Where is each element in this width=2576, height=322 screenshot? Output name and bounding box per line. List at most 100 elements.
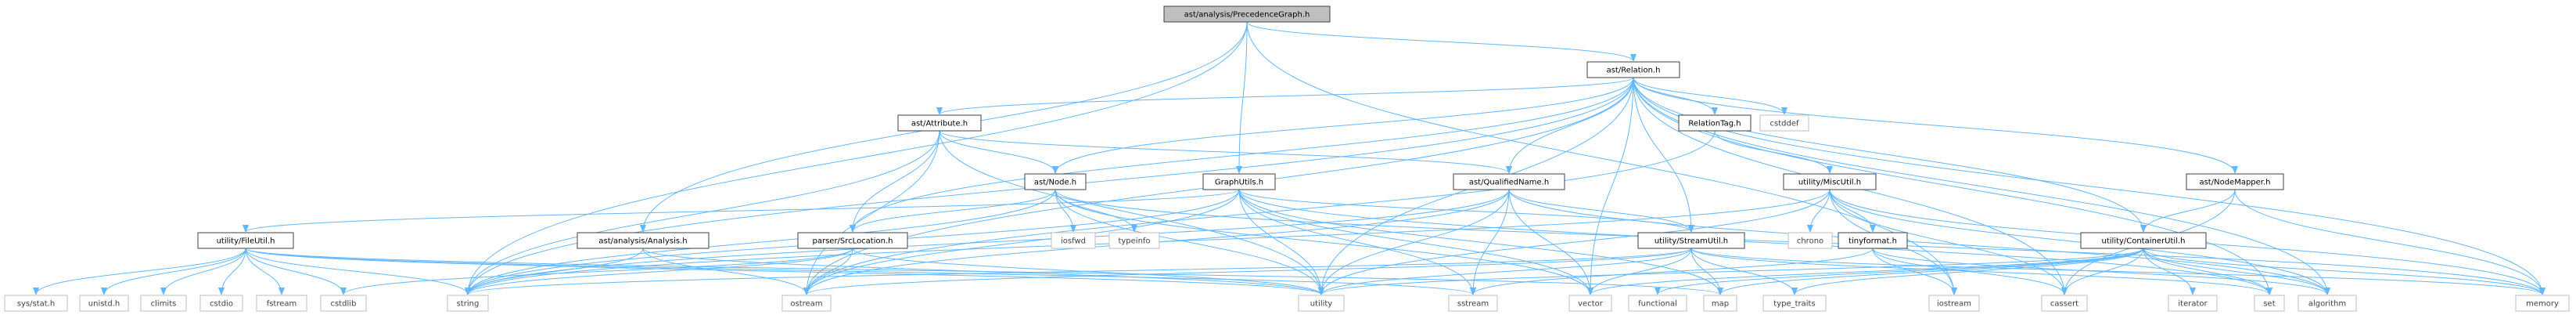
edge-ast-node-h-to-parser-srclocation-h bbox=[853, 189, 1056, 233]
node-box-graphutils-h bbox=[1202, 173, 1276, 190]
node-box-type-traits bbox=[1762, 295, 1827, 312]
edge-utility-fileutil-h-to-climits bbox=[163, 248, 246, 295]
edge-tinyformat-h-to-iostream bbox=[1872, 248, 1954, 295]
node-graphutils-h[interactable]: GraphUtils.h bbox=[1202, 173, 1276, 190]
node-ast-nodemapper-h[interactable]: ast/NodeMapper.h bbox=[2186, 173, 2284, 190]
node-utility-containerutil-h[interactable]: utility/ContainerUtil.h bbox=[2080, 232, 2207, 249]
node-label-fstream: fstream bbox=[267, 300, 297, 309]
edge-ast-relation-h-to-utility-containerutil-h bbox=[1633, 77, 2143, 232]
node-label-set: set bbox=[2263, 300, 2275, 309]
node-ast-attribute-h[interactable]: ast/Attribute.h bbox=[897, 114, 982, 132]
edge-utility-fileutil-h-to-utility bbox=[245, 248, 1321, 295]
node-label-utility-miscutil-h: utility/MiscUtil.h bbox=[1798, 179, 1861, 187]
edge-ast-analysis-precedencegraph-h-to-ast-relation-h bbox=[1246, 21, 1633, 62]
node-label-unistd-h: unistd.h bbox=[88, 300, 120, 309]
edge-utility-miscutil-h-to-utility bbox=[1321, 189, 1831, 295]
edge-utility-containerutil-h-to-algorithm bbox=[2143, 248, 2327, 295]
edge-tinyformat-h-to-algorithm bbox=[1872, 248, 2327, 295]
edge-utility-miscutil-h-to-chrono bbox=[1810, 189, 1831, 232]
node-ast-node-h[interactable]: ast/Node.h bbox=[1024, 173, 1087, 190]
node-label-sstream: sstream bbox=[1457, 300, 1489, 309]
node-box-memory bbox=[2515, 295, 2570, 312]
node-ast-qualifiedname-h[interactable]: ast/QualifiedName.h bbox=[1453, 173, 1565, 190]
edge-utility-containerutil-h-to-functional bbox=[1658, 248, 2144, 295]
node-box-ast-relation-h bbox=[1586, 61, 1680, 78]
edge-utility-streamutil-h-to-ostream bbox=[807, 248, 1692, 295]
node-label-iterator: iterator bbox=[2178, 300, 2208, 309]
edge-relationtag-h-to-utility-miscutil-h bbox=[1714, 130, 1830, 174]
edge-ast-qualifiedname-h-to-sstream bbox=[1473, 189, 1510, 295]
node-iterator: iterator bbox=[2168, 295, 2218, 312]
node-box-map bbox=[1703, 295, 1737, 312]
node-box-cassert bbox=[2041, 295, 2088, 312]
node-label-map: map bbox=[1712, 300, 1729, 309]
edge-ast-nodemapper-h-to-memory bbox=[2234, 189, 2542, 295]
edge-ast-relation-h-to-ast-nodemapper-h bbox=[1633, 77, 2235, 173]
node-functional: functional bbox=[1628, 295, 1687, 312]
node-box-cstdlib bbox=[320, 295, 367, 312]
node-utility-fileutil-h[interactable]: utility/FileUtil.h bbox=[197, 232, 294, 249]
node-ast-analysis-analysis-h[interactable]: ast/analysis/Analysis.h bbox=[577, 232, 710, 249]
node-cstddef: cstddef bbox=[1759, 114, 1809, 132]
node-label-vector: vector bbox=[1578, 300, 1604, 309]
node-relationtag-h[interactable]: RelationTag.h bbox=[1678, 114, 1751, 132]
edge-utility-fileutil-h-to-sys-stat-h bbox=[36, 248, 246, 295]
node-ast-analysis-precedencegraph-h[interactable]: ast/analysis/PrecedenceGraph.h bbox=[1163, 5, 1331, 23]
node-utility: utility bbox=[1298, 295, 1345, 312]
edge-utility-fileutil-h-to-fstream bbox=[245, 248, 282, 295]
node-type-traits: type_traits bbox=[1762, 295, 1827, 312]
node-box-ast-qualifiedname-h bbox=[1453, 173, 1565, 190]
node-label-relationtag-h: RelationTag.h bbox=[1688, 120, 1741, 128]
node-string: string bbox=[447, 295, 489, 312]
edge-ast-relation-h-to-set bbox=[1633, 77, 2269, 295]
edge-graphutils-h-to-map bbox=[1238, 189, 1720, 295]
node-box-algorithm bbox=[2298, 295, 2357, 312]
node-tinyformat-h[interactable]: tinyformat.h bbox=[1838, 232, 1908, 249]
edge-ast-relation-h-to-algorithm bbox=[1633, 77, 2327, 295]
edge-ast-node-h-to-iosfwd bbox=[1054, 189, 1073, 232]
node-cstdio: cstdio bbox=[199, 295, 243, 312]
edge-utility-miscutil-h-to-tinyformat-h bbox=[1829, 189, 1873, 233]
node-label-cstdio: cstdio bbox=[210, 300, 233, 309]
edge-ast-relation-h-to-ast-node-h bbox=[1055, 77, 1634, 173]
edge-ast-nodemapper-h-to-utility-containerutil-h bbox=[2143, 189, 2236, 233]
node-box-unistd-h bbox=[79, 295, 129, 312]
edge-utility-containerutil-h-to-iterator bbox=[2143, 248, 2193, 295]
file-nodes: ast/analysis/PrecedenceGraph.h ast/Relati… bbox=[4, 5, 2570, 312]
node-utility-streamutil-h[interactable]: utility/StreamUtil.h bbox=[1637, 232, 1745, 249]
node-label-ast-analysis-analysis-h: ast/analysis/Analysis.h bbox=[598, 237, 687, 246]
edge-ast-analysis-analysis-h-to-utility bbox=[642, 248, 1321, 295]
node-label-ast-node-h: ast/Node.h bbox=[1034, 179, 1076, 187]
edge-utility-streamutil-h-to-memory bbox=[1690, 248, 2542, 295]
edge-utility-streamutil-h-to-map bbox=[1690, 248, 1720, 295]
node-label-iosfwd: iosfwd bbox=[1061, 237, 1086, 246]
edge-ast-qualifiedname-h-to-utility bbox=[1321, 189, 1510, 295]
node-label-functional: functional bbox=[1638, 300, 1677, 309]
node-typeinfo: typeinfo bbox=[1108, 232, 1160, 249]
edge-ast-relation-h-to-parser-srclocation-h bbox=[853, 77, 1634, 232]
edge-ast-analysis-analysis-h-to-string bbox=[468, 248, 644, 295]
edge-utility-containerutil-h-to-vector bbox=[1590, 248, 2144, 295]
node-ast-relation-h[interactable]: ast/Relation.h bbox=[1586, 61, 1680, 78]
node-parser-srclocation-h[interactable]: parser/SrcLocation.h bbox=[797, 232, 908, 249]
node-box-cstdio bbox=[199, 295, 243, 312]
node-label-ast-qualifiedname-h: ast/QualifiedName.h bbox=[1469, 179, 1549, 187]
edge-parser-srclocation-h-to-cstdlib bbox=[343, 248, 853, 295]
edge-utility-containerutil-h-to-set bbox=[2143, 248, 2269, 295]
node-box-utility-containerutil-h bbox=[2080, 232, 2207, 249]
edge-utility-streamutil-h-to-set bbox=[1690, 248, 2269, 295]
edge-ast-relation-h-to-ast-qualifiedname-h bbox=[1509, 77, 1634, 173]
node-box-tinyformat-h bbox=[1838, 232, 1908, 249]
edge-ast-relation-h-to-relationtag-h bbox=[1633, 77, 1715, 115]
node-box-utility bbox=[1298, 295, 1345, 312]
edge-utility-streamutil-h-to-utility bbox=[1321, 248, 1692, 295]
node-label-utility-containerutil-h: utility/ContainerUtil.h bbox=[2102, 237, 2186, 246]
node-chrono: chrono bbox=[1787, 232, 1833, 249]
node-utility-miscutil-h[interactable]: utility/MiscUtil.h bbox=[1783, 173, 1877, 190]
node-box-iterator bbox=[2168, 295, 2218, 312]
edge-utility-fileutil-h-to-cstdio bbox=[221, 248, 246, 295]
node-box-chrono bbox=[1787, 232, 1833, 249]
edge-ast-qualifiedname-h-to-algorithm bbox=[1508, 189, 2327, 295]
edge-relationtag-h-to-ostream bbox=[807, 130, 1716, 295]
node-box-ast-attribute-h bbox=[897, 114, 982, 132]
